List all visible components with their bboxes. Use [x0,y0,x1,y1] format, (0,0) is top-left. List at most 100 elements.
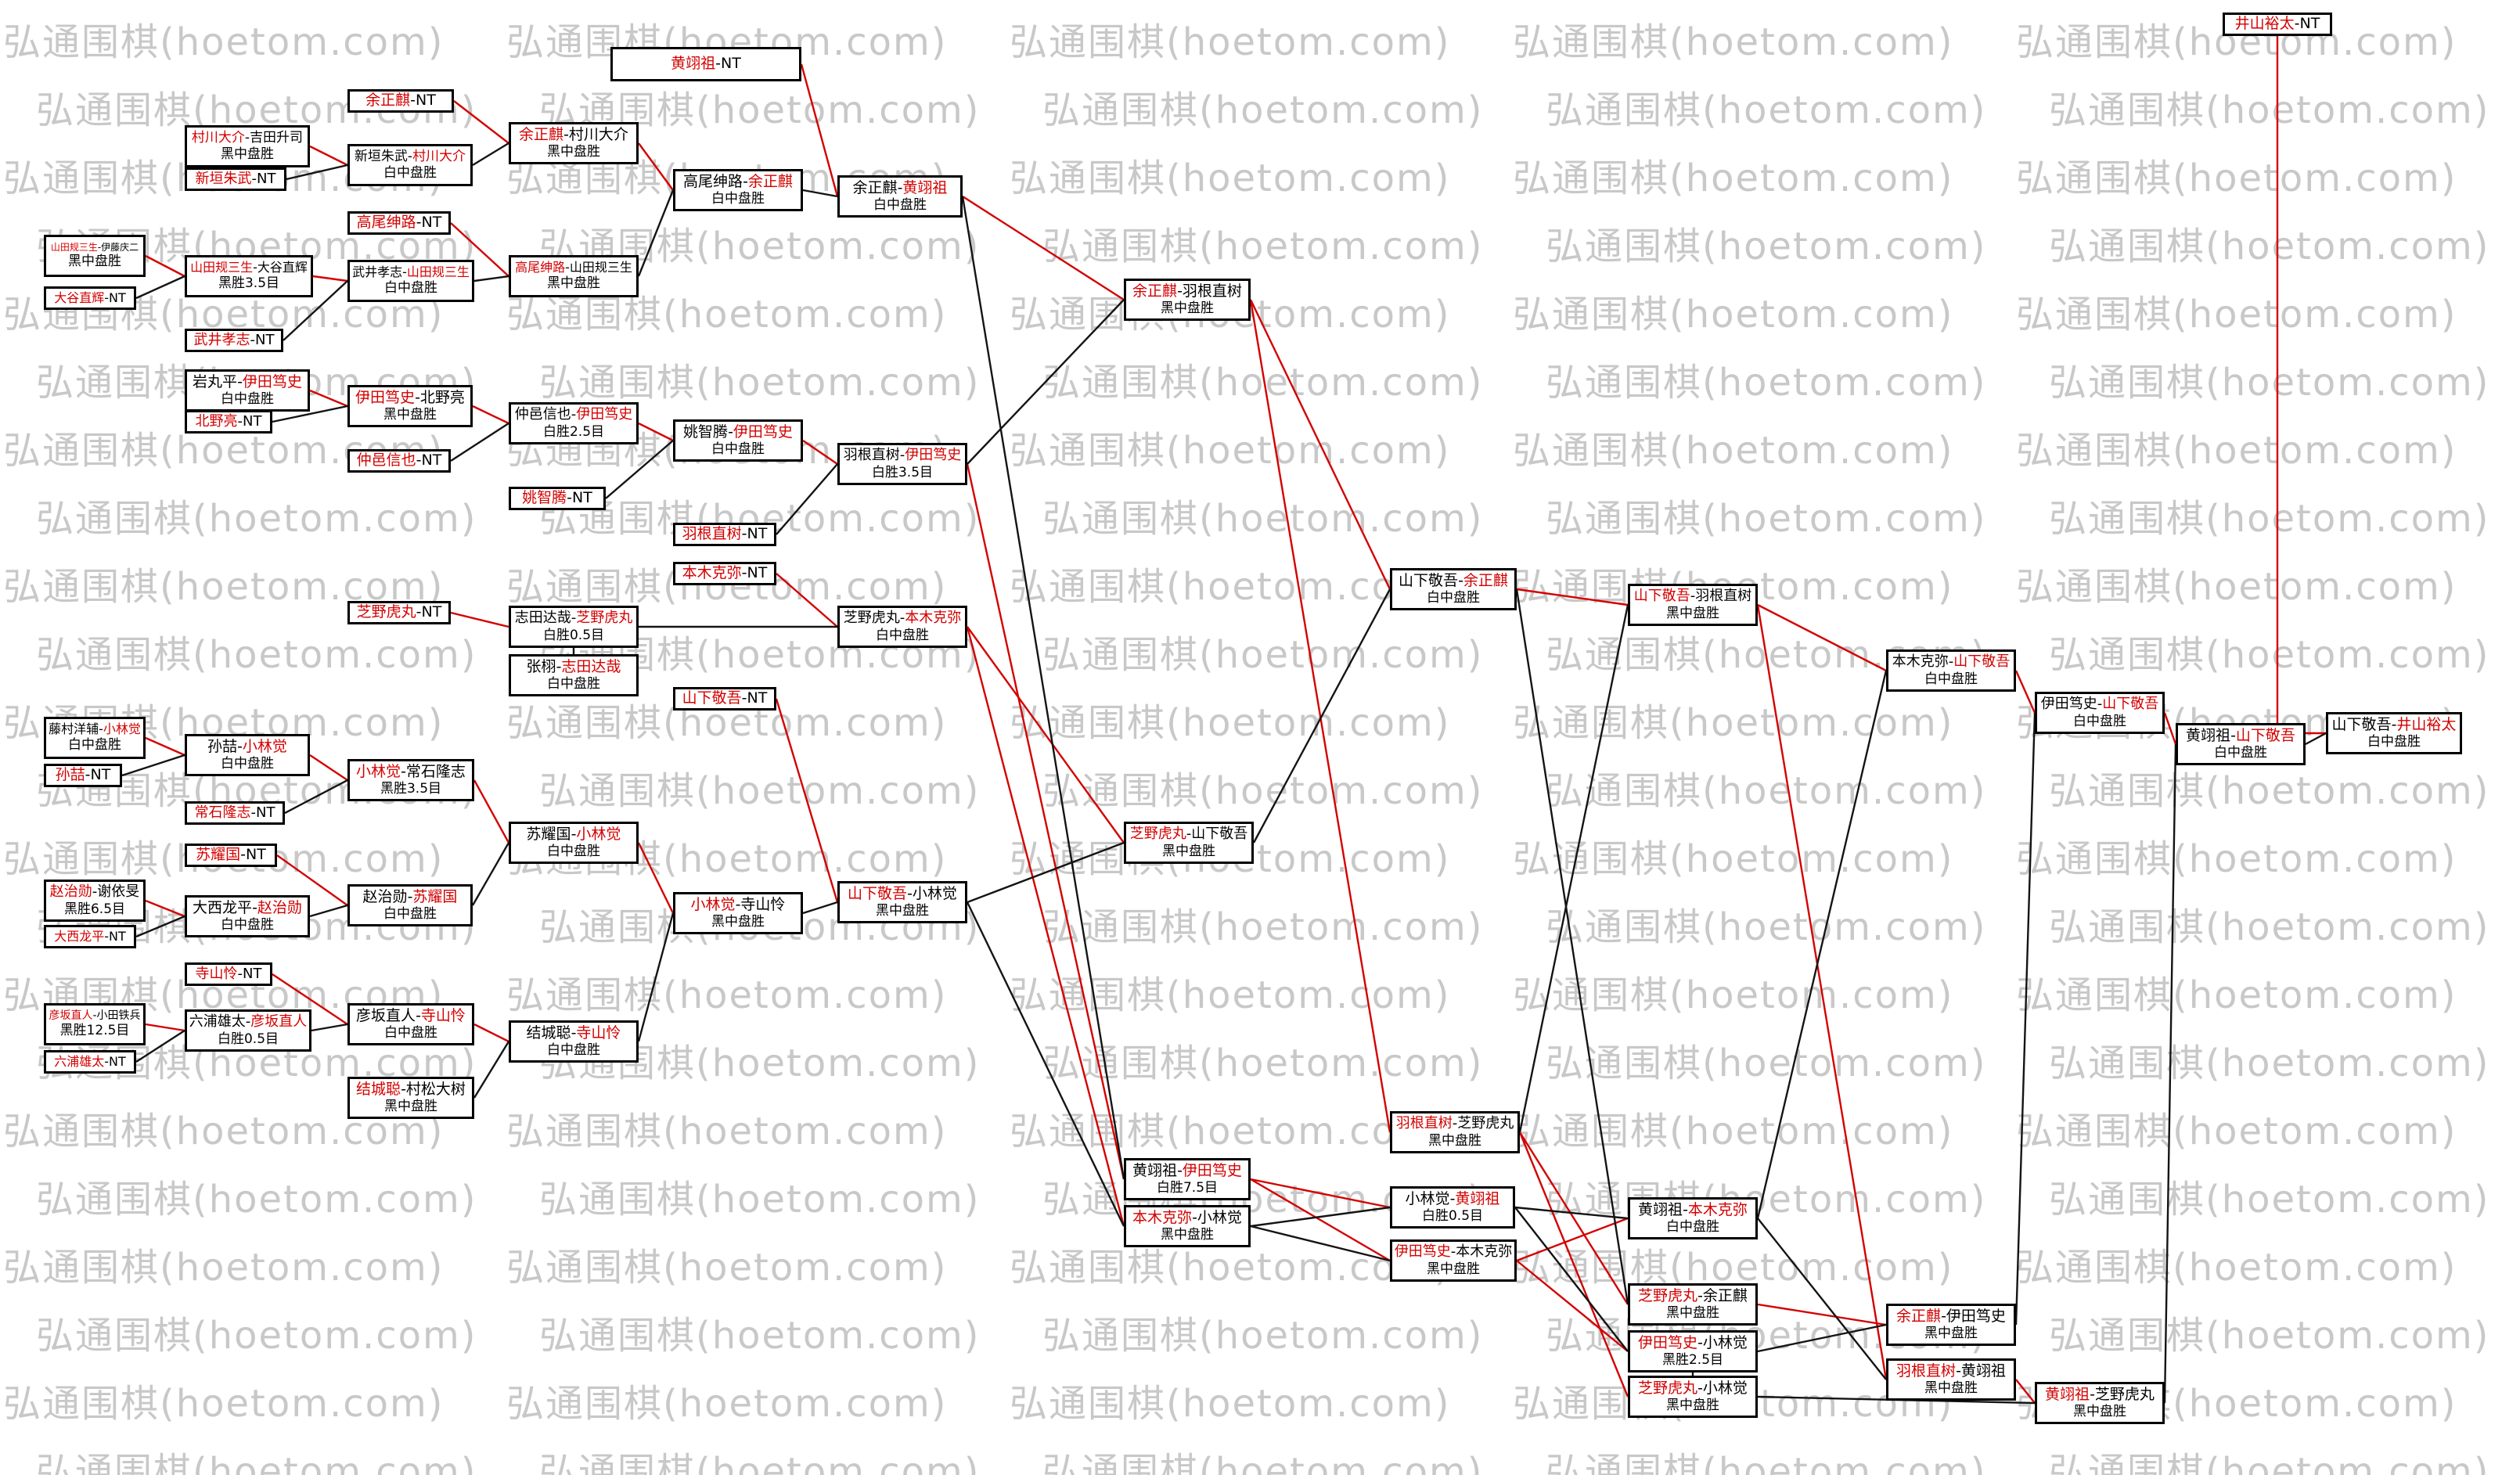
match-box[interactable]: 芝野虎丸-小林觉黑中盘胜 [1628,1376,1758,1418]
match-box[interactable]: 芝野虎丸-本木克弥白中盘胜 [837,606,967,648]
match-box[interactable]: 大西龙平-赵治勋白中盘胜 [185,895,310,937]
match-box[interactable]: 黄翊祖-山下敬吾白中盘胜 [2176,723,2306,765]
seed-box: 孙喆-NT [44,764,122,787]
player-name: 伊田笃史 [1182,1161,1242,1179]
player-name: 黄翊祖 [1455,1189,1500,1207]
seed-box: 北野亮-NT [185,410,272,434]
match-box[interactable]: 山下敬吾-井山裕太白中盘胜 [2326,712,2462,754]
vs-separator: - [237,965,243,982]
match-box[interactable]: 高尾绅路-余正麒白中盘胜 [673,169,803,211]
player-name: 黄翊祖 [1638,1200,1683,1218]
bracket-connector [1514,1207,1629,1352]
result-text: 白胜0.5目 [1421,1208,1484,1225]
bracket-connector [637,912,675,1042]
match-box[interactable]: 彦坂直人-寺山怜白中盘胜 [347,1003,474,1045]
match-box[interactable]: 仲邑信也-伊田笃史白胜2.5目 [509,402,639,444]
player-name: 余正麒 [1896,1307,1942,1325]
match-box[interactable]: 芝野虎丸-余正麒黑中盘胜 [1628,1283,1758,1326]
player-name: 山下敬吾 [848,884,908,902]
result-text: 黑中盘胜 [547,275,600,292]
match-box[interactable]: 六浦雄太-彦坂直人白胜0.5目 [185,1009,311,1052]
match-box[interactable]: 小林觉-寺山怜黑中盘胜 [673,892,803,934]
match-box[interactable]: 伊田笃史-本木克弥黑中盘胜 [1390,1239,1517,1282]
match-box[interactable]: 赵治勋-苏耀国白中盘胜 [347,884,473,926]
match-box[interactable]: 芝野虎丸-山下敬吾黑中盘胜 [1124,822,1254,864]
player-name: 六浦雄太 [189,1013,246,1031]
match-box[interactable]: 余正麒-伊田笃史黑中盘胜 [1886,1304,2016,1346]
vs-separator: - [1697,1379,1703,1397]
match-box[interactable]: 张栩-志田达哉白中盘胜 [509,654,639,696]
match-box[interactable]: 山下敬吾-羽根直树黑中盘胜 [1628,584,1758,626]
match-box[interactable]: 伊田笃史-山下敬吾白中盘胜 [2035,692,2165,734]
match-box[interactable]: 小林觉-常石隆志黑胜3.5目 [347,759,474,801]
match-box[interactable]: 黄翊祖-芝野虎丸黑中盘胜 [2035,1382,2165,1424]
result-text: 白中盘胜 [2214,745,2267,761]
vs-separator: - [571,1024,577,1041]
bracket-connector [309,145,348,167]
match-box[interactable]: 山田规三生-大谷直辉黑胜3.5目 [185,255,313,297]
match-box[interactable]: 岩丸平-伊田笃史白中盘胜 [185,369,310,412]
result-text: 白胜2.5目 [542,423,605,440]
vs-separator: - [567,489,573,507]
result-text: 白中盘胜 [547,844,600,860]
player-name: 羽根直树 [1395,1115,1453,1132]
bracket-connector [966,626,1125,1227]
player-name: 小林觉 [912,884,957,902]
match-box[interactable]: 羽根直树-黄翊祖黑中盘胜 [1886,1358,2016,1401]
result-text: 黑中盘胜 [711,914,765,930]
bracket-connector [802,901,838,915]
bracket-connector [450,222,509,277]
match-box[interactable]: 孙喆-小林觉白中盘胜 [185,734,310,776]
match-box[interactable]: 赵治勋-谢依旻黑胜6.5目 [44,880,146,922]
match-box[interactable]: 高尾绅路-山田规三生黑中盘胜 [509,255,639,297]
bracket-connector [472,405,509,425]
matchup-line: 苏耀国-NT [196,846,266,865]
bracket-connector [637,189,675,277]
match-box[interactable]: 羽根直树-芝野虎丸黑中盘胜 [1390,1111,1520,1153]
match-box[interactable]: 本木克弥-山下敬吾白中盘胜 [1886,649,2016,692]
match-box[interactable]: 姚智腾-伊田笃史白中盘胜 [673,419,803,462]
vs-separator: - [1192,1208,1197,1226]
match-box[interactable]: 余正麒-黄翊祖白中盘胜 [837,175,963,218]
match-box[interactable]: 羽根直树-伊田笃史白胜3.5目 [837,443,967,485]
player-name: 井山裕太 [2234,15,2295,33]
match-box[interactable]: 村川大介-吉田升司黑中盘胜 [185,125,310,167]
match-box[interactable]: 黄翊祖-伊田笃史白胜7.5目 [1124,1158,1251,1200]
match-box[interactable]: 本木克弥-小林觉黑中盘胜 [1124,1205,1251,1247]
player-name: 小林觉 [1405,1189,1450,1207]
match-box[interactable]: 黄翊祖-本木克弥白中盘胜 [1628,1197,1758,1239]
seed-box: 高尾绅路-NT [347,211,451,235]
vs-separator: - [1948,653,1954,671]
match-box[interactable]: 结城聪-寺山怜白中盘胜 [509,1020,639,1063]
match-box[interactable]: 余正麒-村川大介黑中盘胜 [509,122,639,164]
match-box[interactable]: 山下敬吾-余正麒白中盘胜 [1390,568,1517,610]
player-name: 芝野虎丸 [1457,1115,1514,1132]
bracket-connector [1250,1178,1391,1262]
player-name: 苏耀国 [412,887,458,905]
match-box[interactable]: 彦坂直人-小田铁兵黑胜12.5目 [44,1003,146,1045]
match-box[interactable]: 结城聪-村松大树黑中盘胜 [347,1077,474,1119]
nt-flag: NT [90,766,111,784]
match-box[interactable]: 苏耀国-小林觉白中盘胜 [509,822,639,864]
match-box[interactable]: 山田规三生-伊藤庆二黑中盘胜 [44,235,146,277]
match-box[interactable]: 伊田笃史-小林觉黑胜2.5目 [1628,1330,1758,1372]
match-box[interactable]: 余正麒-羽根直树黑中盘胜 [1124,279,1251,321]
match-box[interactable]: 志田达哉-芝野虎丸白胜0.5目 [509,606,639,648]
bracket-connector [309,904,348,918]
match-box[interactable]: 山下敬吾-小林觉黑中盘胜 [837,881,967,923]
vs-separator: - [899,610,905,627]
result-text: 白中盘胜 [1427,590,1480,606]
vs-separator: - [104,290,110,305]
player-name: 赵治勋 [49,883,92,901]
player-name: 羽根直树 [1896,1362,1957,1380]
vs-separator: - [253,260,257,275]
player-name: 小林觉 [1702,1333,1748,1351]
match-box[interactable]: 小林觉-黄翊祖白胜0.5目 [1390,1186,1515,1229]
result-text: 白中盘胜 [1666,1219,1719,1236]
matchup-line: 北野亮-NT [196,413,262,431]
match-box[interactable]: 武井孝志-山田规三生白中盘胜 [347,260,474,302]
match-box[interactable]: 新垣朱武-村川大介白中盘胜 [347,144,473,186]
match-box[interactable]: 藤村洋辅-小林觉白中盘胜 [44,717,146,759]
match-box[interactable]: 伊田笃史-北野亮黑中盘胜 [347,385,473,427]
seed-box: 武井孝志-NT [185,329,283,352]
